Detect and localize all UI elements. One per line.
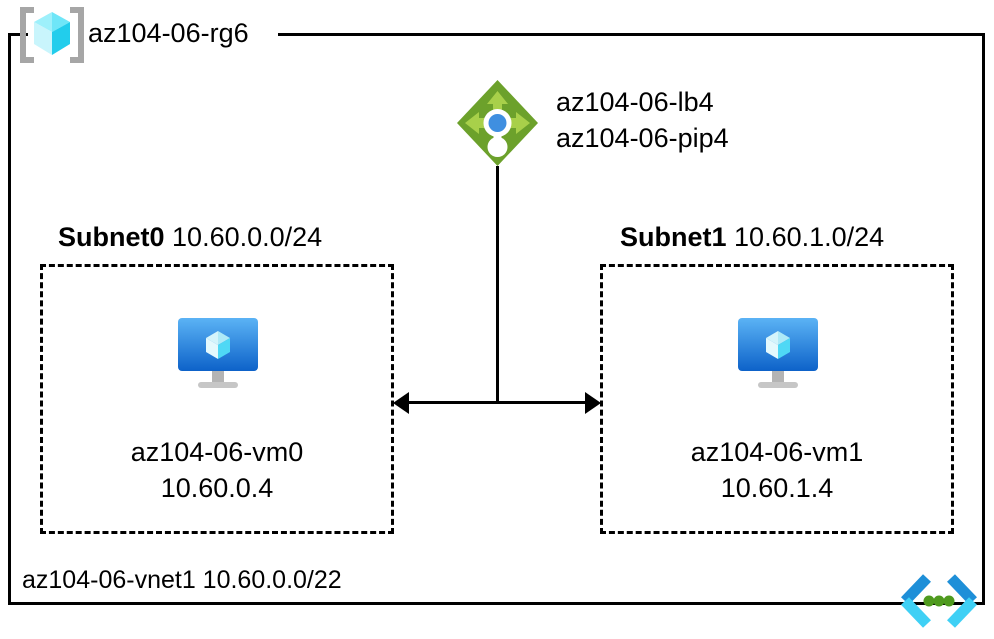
virtual-network-icon <box>893 572 985 630</box>
vnet-label: az104-06-vnet1 10.60.0.0/22 <box>22 566 342 594</box>
subnet1-heading: Subnet1 10.60.1.0/24 <box>620 221 884 253</box>
load-balancer-connector-line <box>496 166 499 404</box>
subnet0-title: Subnet0 <box>58 222 165 252</box>
arrow-head-right-icon <box>585 392 601 414</box>
vm0-ip: 10.60.0.4 <box>160 473 274 503</box>
virtual-machine-icon <box>732 312 824 392</box>
subnet0-boundary <box>40 264 394 534</box>
load-balancer-name: az104-06-lb4 <box>556 87 714 117</box>
resource-group-boundary <box>8 33 985 605</box>
subnet1-cidr: 10.60.1.0/24 <box>734 222 885 252</box>
load-balancer-icon <box>455 78 540 170</box>
load-balancer-labels: az104-06-lb4 az104-06-pip4 <box>556 84 729 156</box>
virtual-machine-icon <box>172 312 264 392</box>
subnet1-title: Subnet1 <box>620 222 727 252</box>
vm0-name: az104-06-vm0 <box>130 437 304 467</box>
subnet0-heading: Subnet0 10.60.0.0/24 <box>58 221 322 253</box>
public-ip-name: az104-06-pip4 <box>556 123 729 153</box>
vm0-labels: az104-06-vm0 10.60.0.4 <box>40 434 394 506</box>
subnet0-cidr: 10.60.0.0/24 <box>172 222 323 252</box>
vm1-ip: 10.60.1.4 <box>720 473 834 503</box>
resource-group-cube-icon <box>18 6 86 64</box>
subnet1-boundary <box>600 264 954 534</box>
vm1-labels: az104-06-vm1 10.60.1.4 <box>600 434 954 506</box>
arrow-head-left-icon <box>393 392 409 414</box>
subnet-connector-line <box>398 401 594 404</box>
vm1-name: az104-06-vm1 <box>690 437 864 467</box>
resource-group-name: az104-06-rg6 <box>88 18 249 48</box>
